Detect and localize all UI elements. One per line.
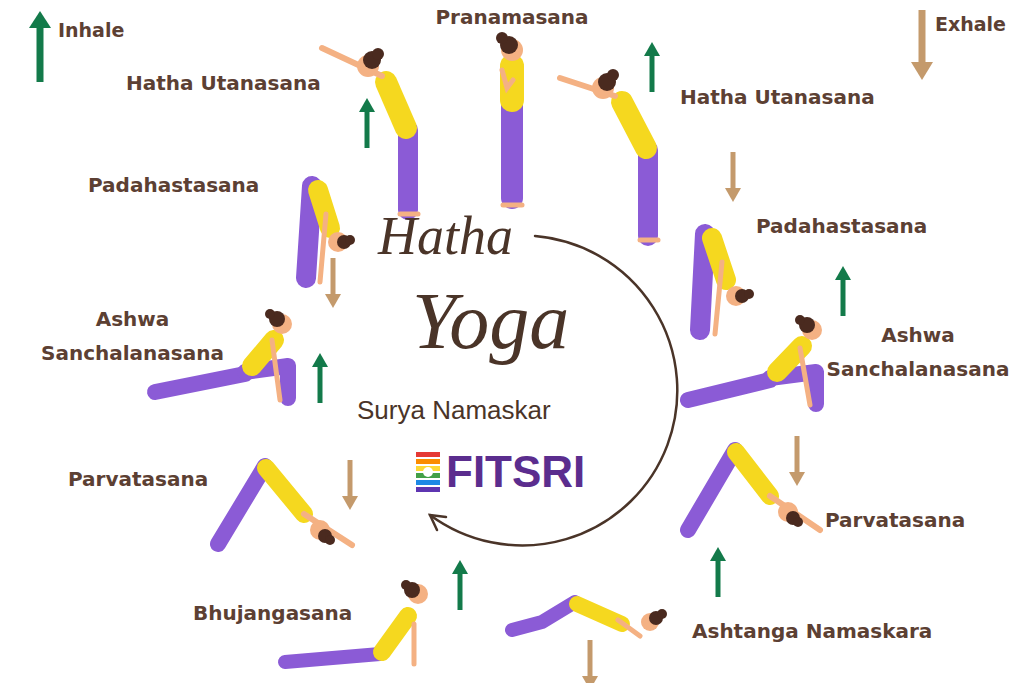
brand-logo: FITSRI <box>446 447 585 497</box>
legend-text: Exhale <box>935 12 1006 36</box>
pose-label: Hatha Utanasana <box>126 70 321 96</box>
logo-icon <box>416 452 440 492</box>
pose-label: Ashwa Sanchalanasana <box>35 302 230 370</box>
center-title: Yoga <box>412 276 569 366</box>
legend-text: Inhale <box>58 18 124 42</box>
pose-label: Padahastasana <box>756 213 927 239</box>
center-subtitle: Surya Namaskar <box>357 394 551 426</box>
pose-label: Hatha Utanasana <box>680 84 875 110</box>
pose-figures <box>155 32 822 664</box>
pose-label: Ashtanga Namaskara <box>692 618 932 644</box>
breath-arrows <box>312 42 851 683</box>
pose-label: Padahastasana <box>88 172 259 198</box>
pose-label: Parvatasana <box>68 466 208 492</box>
pose-label: Bhujangasana <box>193 600 352 626</box>
inhale-arrow <box>29 11 51 82</box>
pose-label: Ashwa Sanchalanasana <box>822 318 1014 386</box>
center-title: Hatha <box>378 206 513 266</box>
pose-label: Parvatasana <box>825 507 965 533</box>
exhale-arrow <box>911 10 933 80</box>
pose-label: Pranamasana <box>435 4 588 30</box>
